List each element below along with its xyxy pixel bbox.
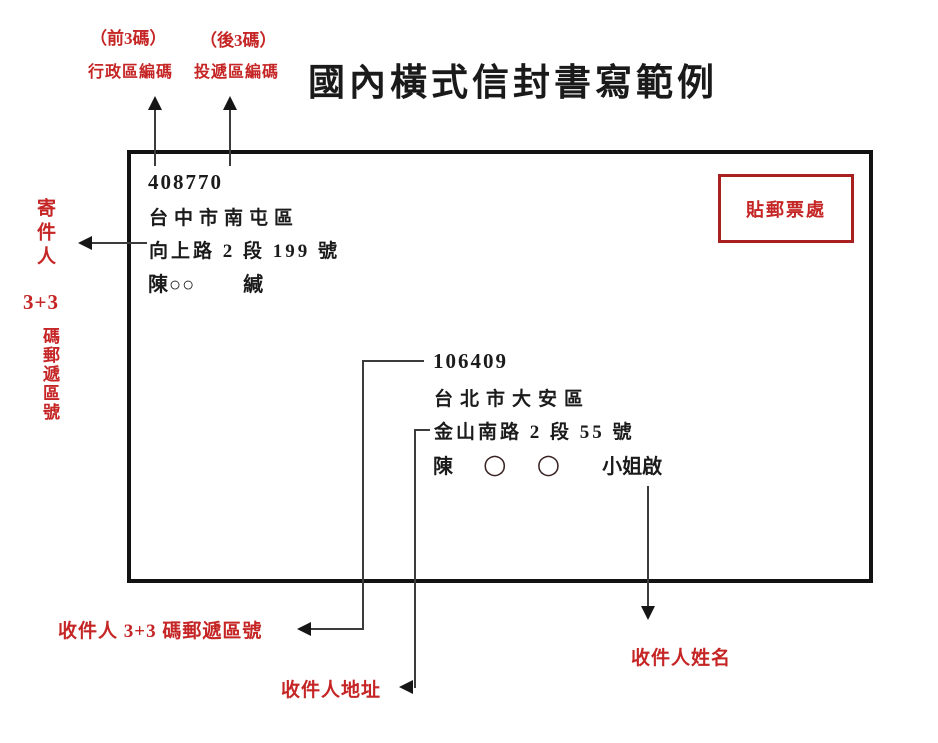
label-front-3-digits: （前3碼）	[90, 29, 167, 48]
arrow-line-delivery-code	[229, 108, 231, 166]
name-placeholder-circle: ○	[483, 448, 507, 480]
label-postal-code-vertical: 碼郵遞區號	[40, 327, 59, 422]
label-admin-district-code: 行政區編碼	[88, 64, 174, 81]
arrowhead-up-icon	[223, 96, 237, 110]
arrow-line-sender	[90, 242, 147, 244]
connector-line-recipient-name	[647, 486, 649, 608]
arrow-line-admin-code	[154, 108, 156, 166]
sender-address: 向上路 2 段 199 號	[149, 241, 341, 262]
name-placeholder-circle: ○	[536, 448, 561, 480]
sender-name: 陳○○	[148, 274, 196, 296]
recipient-postal-code: 106409	[433, 349, 508, 373]
label-recipient-postal: 收件人 3+3 碼郵遞區號	[58, 621, 263, 642]
label-back-3-digits: （後3碼）	[200, 31, 277, 50]
arrowhead-down-icon	[641, 606, 655, 620]
label-recipient-address: 收件人地址	[281, 680, 382, 701]
arrowhead-left-icon	[78, 236, 92, 250]
connector-line-recipient-address	[414, 429, 416, 688]
label-3-plus-3: 3+3	[23, 290, 59, 314]
recipient-honorific-suffix: 小姐啟	[602, 455, 663, 478]
stamp-area-label: 貼郵票處	[746, 199, 826, 220]
recipient-district: 台北市大安區	[434, 389, 591, 410]
connector-line-recipient-postal	[362, 360, 424, 362]
recipient-address: 金山南路 2 段 55 號	[434, 422, 635, 443]
page-title: 國內橫式信封書寫範例	[308, 63, 718, 104]
label-delivery-zone-code: 投遞區編碼	[194, 64, 280, 81]
label-sender-vertical: 寄件人	[34, 198, 55, 270]
arrowhead-up-icon	[148, 96, 162, 110]
sender-name-line: 陳○○ 緘	[148, 268, 264, 297]
sender-postal-code: 408770	[148, 170, 223, 194]
sender-district: 台中市南屯區	[149, 208, 300, 229]
recipient-name-line: 陳 ○ ○ 小姐啟	[433, 449, 662, 479]
connector-line-recipient-postal	[309, 628, 364, 630]
envelope-outline	[127, 150, 873, 583]
label-recipient-name: 收件人姓名	[631, 648, 732, 669]
stamp-area-box: 貼郵票處	[718, 174, 854, 243]
recipient-surname: 陳	[433, 455, 453, 478]
arrowhead-left-icon	[297, 622, 311, 636]
arrowhead-left-icon	[399, 680, 413, 694]
sender-seal-suffix: 緘	[243, 274, 265, 296]
connector-line-recipient-postal	[362, 360, 364, 630]
connector-line-recipient-address	[414, 429, 430, 431]
